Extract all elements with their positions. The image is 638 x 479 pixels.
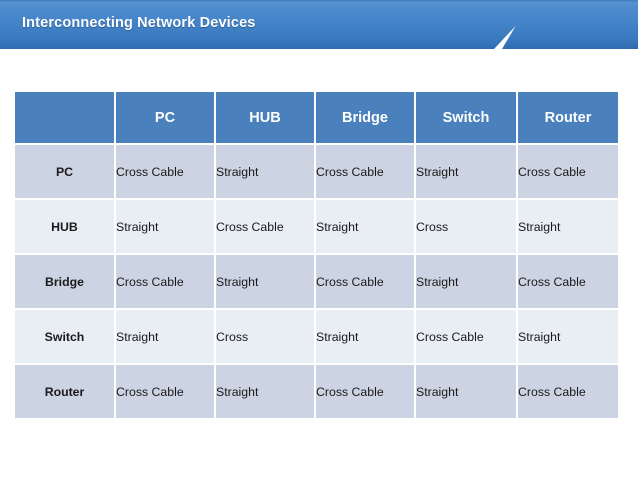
row-header-bridge: Bridge (15, 253, 116, 309)
row-header-hub: HUB (15, 198, 116, 254)
cell-switch-switch: Cross Cable (415, 308, 518, 364)
cell-switch-hub: Cross (215, 308, 316, 364)
cell-bridge-switch: Straight (415, 253, 518, 309)
cell-pc-pc: Cross Cable (115, 143, 216, 199)
matrix-table: PC HUB Bridge Switch Router PC Cross Cab… (15, 92, 618, 418)
cell-pc-hub: Straight (215, 143, 316, 199)
cell-switch-router: Straight (517, 308, 618, 364)
row-header-switch: Switch (15, 308, 116, 364)
cell-hub-bridge: Straight (315, 198, 416, 254)
column-header-bridge: Bridge (315, 92, 416, 144)
table-corner-cell (15, 92, 116, 144)
column-header-switch: Switch (415, 92, 518, 144)
cell-router-hub: Straight (215, 363, 316, 418)
cell-router-bridge: Cross Cable (315, 363, 416, 418)
column-header-hub: HUB (215, 92, 316, 144)
cell-switch-pc: Straight (115, 308, 216, 364)
cell-router-pc: Cross Cable (115, 363, 216, 418)
cell-bridge-hub: Straight (215, 253, 316, 309)
table-row: Router Cross Cable Straight Cross Cable … (15, 363, 618, 418)
banner-top-highlight (0, 0, 638, 3)
cell-pc-switch: Straight (415, 143, 518, 199)
page-title: Interconnecting Network Devices (22, 15, 256, 31)
cell-bridge-router: Cross Cable (517, 253, 618, 309)
cell-hub-hub: Cross Cable (215, 198, 316, 254)
cell-hub-router: Straight (517, 198, 618, 254)
row-header-router: Router (15, 363, 116, 418)
table-row: Switch Straight Cross Straight Cross Cab… (15, 308, 618, 364)
table-row: HUB Straight Cross Cable Straight Cross … (15, 198, 618, 254)
cell-hub-switch: Cross (415, 198, 518, 254)
column-header-router: Router (517, 92, 618, 144)
cell-bridge-bridge: Cross Cable (315, 253, 416, 309)
table-header-row: PC HUB Bridge Switch Router (15, 92, 618, 144)
cell-router-router: Cross Cable (517, 363, 618, 418)
cell-router-switch: Straight (415, 363, 518, 418)
banner-shape-left (0, 0, 540, 49)
table-row: Bridge Cross Cable Straight Cross Cable … (15, 253, 618, 309)
slide-banner: Interconnecting Network Devices (0, 0, 638, 49)
device-connection-matrix: PC HUB Bridge Switch Router PC Cross Cab… (15, 92, 618, 418)
column-header-pc: PC (115, 92, 216, 144)
row-header-pc: PC (15, 143, 116, 199)
cell-pc-bridge: Cross Cable (315, 143, 416, 199)
table-row: PC Cross Cable Straight Cross Cable Stra… (15, 143, 618, 199)
cell-hub-pc: Straight (115, 198, 216, 254)
cell-pc-router: Cross Cable (517, 143, 618, 199)
cell-switch-bridge: Straight (315, 308, 416, 364)
cell-bridge-pc: Cross Cable (115, 253, 216, 309)
